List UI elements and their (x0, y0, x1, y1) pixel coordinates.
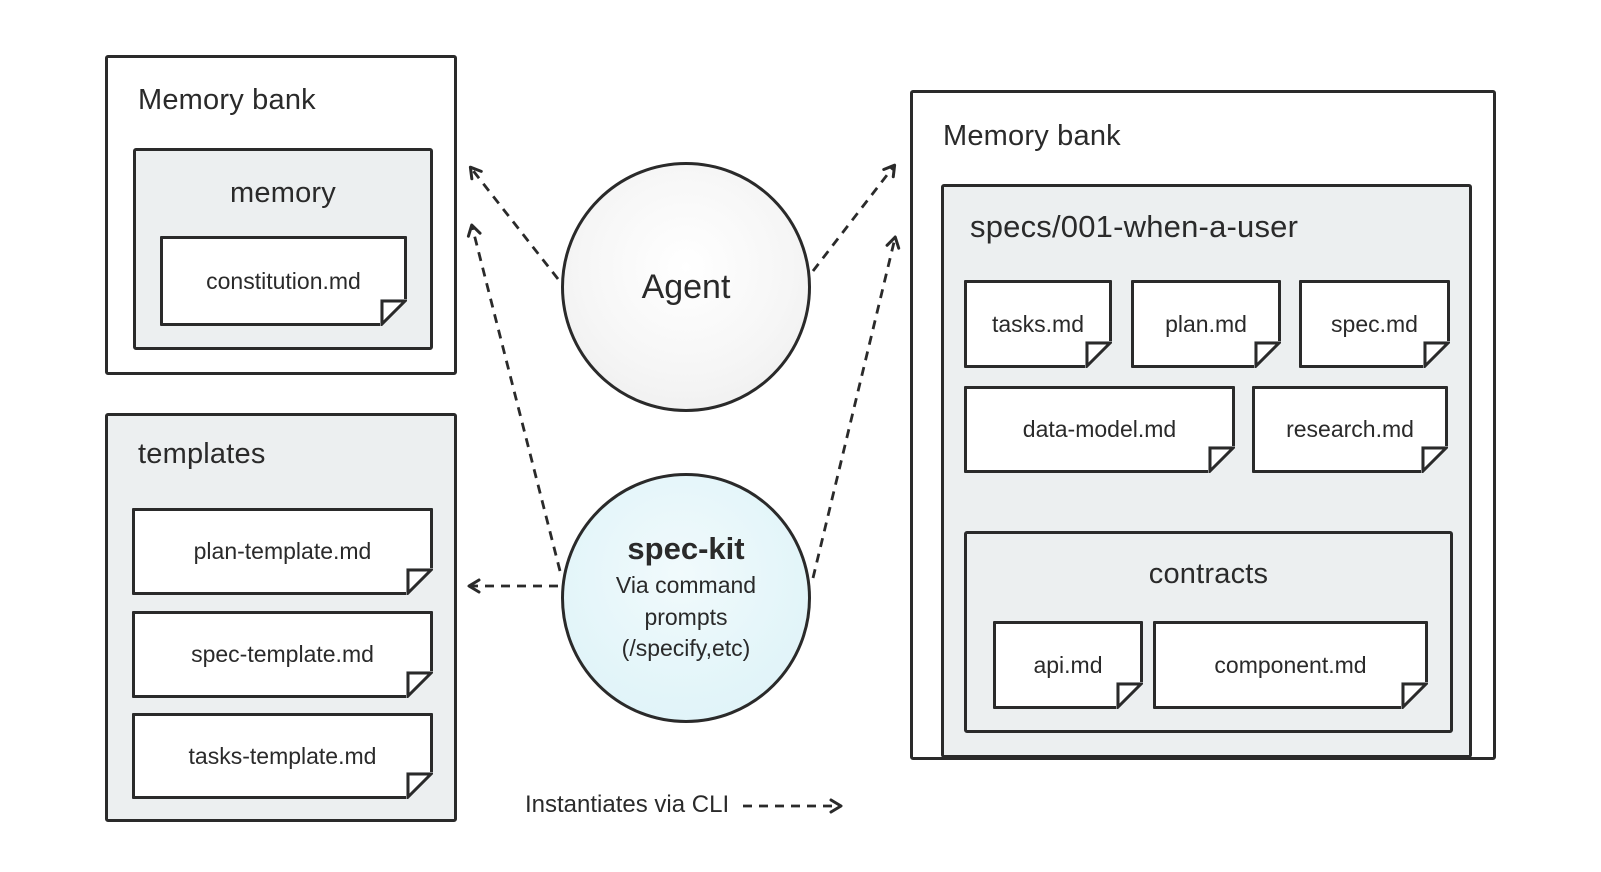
agent-node: Agent (561, 162, 811, 412)
folded-corner-icon (406, 671, 433, 698)
file-card-plan-template-md: plan-template.md (132, 508, 433, 595)
templates-box: templates plan-template.md spec-template… (105, 413, 457, 822)
file-label: constitution.md (206, 267, 361, 294)
file-label: plan.md (1165, 310, 1247, 337)
memory-folder-box: memory constitution.md (133, 148, 433, 350)
arrow-agent-to-right-bank (811, 163, 897, 272)
file-label: research.md (1286, 416, 1414, 442)
folded-corner-icon (380, 299, 407, 326)
contracts-box: contracts api.md component.md (964, 531, 1453, 733)
agent-label: Agent (641, 267, 731, 306)
left-memory-bank-box: Memory bank memory constitution.md (105, 55, 457, 375)
spec-kit-title: spec-kit (627, 531, 745, 567)
file-card-plan-md: plan.md (1131, 280, 1281, 368)
folded-corner-icon (1085, 341, 1112, 368)
contracts-title: contracts (1148, 558, 1269, 590)
left-memory-bank-title: Memory bank (138, 84, 316, 116)
arrow-speckit-to-right-bank (811, 235, 901, 579)
file-card-tasks-md: tasks.md (964, 280, 1112, 368)
file-label: tasks.md (991, 310, 1085, 337)
file-label: data-model.md (1022, 416, 1177, 442)
spec-kit-subtitle: Via command prompts (/specify,etc) (615, 572, 757, 661)
specs-folder-box: specs/001-when-a-user tasks.md plan.md s… (941, 184, 1472, 758)
file-card-spec-md: spec.md (1299, 280, 1450, 368)
folded-corner-icon (1116, 682, 1143, 709)
file-card-component-md: component.md (1153, 621, 1428, 709)
file-card-spec-template-md: spec-template.md (132, 611, 433, 698)
folded-corner-icon (406, 568, 433, 595)
file-label: plan-template.md (193, 538, 372, 564)
right-memory-bank-title: Memory bank (943, 120, 1121, 152)
file-label: spec.md (1331, 310, 1418, 337)
templates-title: templates (138, 438, 266, 470)
folded-corner-icon (1208, 446, 1235, 473)
folded-corner-icon (406, 772, 433, 799)
folded-corner-icon (1401, 682, 1428, 709)
arrow-speckit-to-left-bank (466, 223, 562, 572)
file-label: api.md (1033, 651, 1103, 678)
file-card-api-md: api.md (993, 621, 1143, 709)
file-label: component.md (1214, 651, 1367, 678)
file-label: spec-template.md (191, 641, 374, 667)
file-card-tasks-template-md: tasks-template.md (132, 713, 433, 799)
file-label: tasks-template.md (188, 742, 377, 769)
file-card-constitution-md: constitution.md (160, 236, 407, 326)
spec-kit-node: spec-kit Via command prompts (/specify,e… (561, 473, 811, 723)
arrow-agent-to-left-bank (468, 165, 560, 280)
folded-corner-icon (1254, 341, 1281, 368)
specs-folder-title: specs/001-when-a-user (970, 209, 1299, 244)
file-card-data-model-md: data-model.md (964, 386, 1235, 473)
right-memory-bank-box: Memory bank specs/001-when-a-user tasks.… (910, 90, 1496, 760)
cli-legend-label: Instantiates via CLI (525, 791, 730, 818)
file-card-research-md: research.md (1252, 386, 1448, 473)
memory-folder-title: memory (230, 177, 336, 209)
folded-corner-icon (1423, 341, 1450, 368)
folded-corner-icon (1421, 446, 1448, 473)
